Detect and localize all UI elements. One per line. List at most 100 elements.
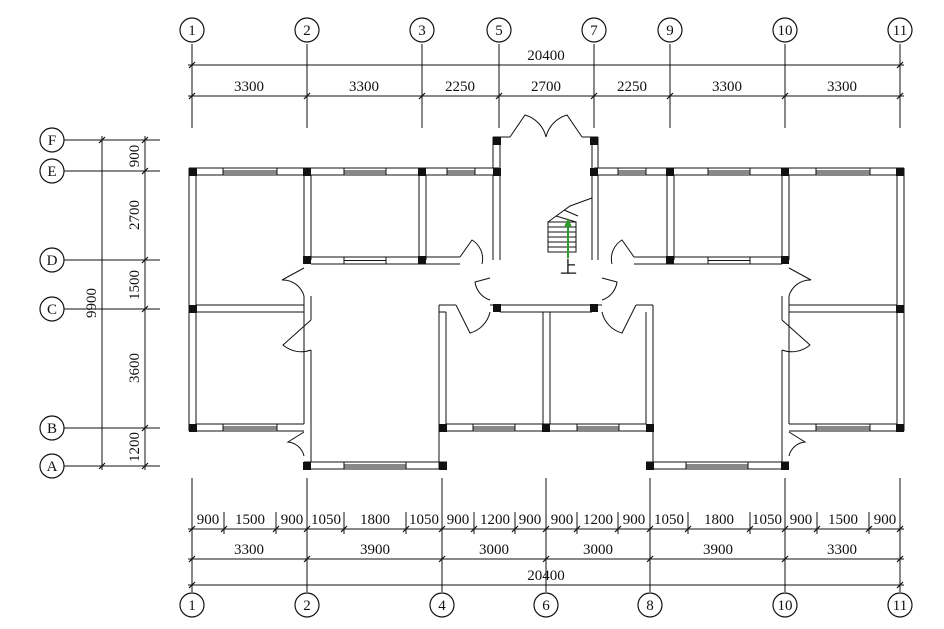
bottom-dim-3300: 3300 bbox=[234, 542, 264, 558]
column bbox=[896, 168, 904, 176]
svg-text:5: 5 bbox=[495, 23, 503, 39]
column bbox=[418, 168, 426, 176]
bottom-detail-dim: 900 bbox=[874, 512, 897, 528]
axis-bubble-C: C bbox=[39, 296, 65, 322]
top-axis-bubbles: 1 2 3 5 7 9 10 11 bbox=[179, 17, 913, 43]
svg-text:F: F bbox=[48, 133, 56, 149]
svg-text:4: 4 bbox=[438, 598, 446, 614]
axis-bubble-top-1: 1 bbox=[179, 17, 205, 43]
column bbox=[303, 168, 311, 176]
door bbox=[281, 267, 305, 297]
left-dim-1500: 1500 bbox=[127, 270, 143, 300]
window bbox=[446, 167, 476, 176]
door bbox=[459, 239, 484, 265]
window bbox=[222, 167, 278, 176]
axis-bubble-A: A bbox=[39, 453, 65, 479]
axis-bubble-bottom-6: 6 bbox=[533, 592, 559, 618]
left-total-dimension: 9900 bbox=[84, 288, 100, 318]
top-dim-3: 2250 bbox=[445, 79, 475, 95]
window bbox=[472, 423, 516, 432]
svg-text:1: 1 bbox=[188, 23, 196, 39]
window bbox=[343, 256, 387, 265]
walls bbox=[188, 136, 905, 470]
svg-text:3: 3 bbox=[418, 23, 426, 39]
door bbox=[474, 277, 491, 301]
svg-text:E: E bbox=[47, 164, 56, 180]
top-dim-2: 3300 bbox=[349, 79, 379, 95]
stair-up-arrow bbox=[564, 218, 572, 258]
axis-bubble-top-2: 2 bbox=[294, 17, 320, 43]
column bbox=[646, 462, 654, 470]
column bbox=[303, 256, 311, 264]
bottom-dimensions bbox=[188, 478, 904, 592]
bottom-axis-bubbles: 1 2 4 6 8 10 11 bbox=[179, 592, 913, 618]
left-dim-900: 900 bbox=[127, 145, 143, 168]
door bbox=[610, 239, 635, 265]
door bbox=[455, 304, 491, 334]
window bbox=[685, 461, 749, 470]
entrance-door bbox=[509, 114, 583, 138]
column bbox=[439, 462, 447, 470]
door bbox=[781, 319, 811, 353]
bottom-detail-dim: 1800 bbox=[704, 512, 734, 528]
top-dim-7: 3300 bbox=[827, 79, 857, 95]
svg-text:8: 8 bbox=[646, 598, 654, 614]
column bbox=[439, 424, 447, 432]
left-axis-bubbles: F E D C B A bbox=[39, 127, 65, 479]
columns bbox=[189, 137, 904, 470]
column bbox=[590, 168, 598, 176]
column bbox=[493, 168, 501, 176]
axis-bubble-bottom-2: 2 bbox=[294, 592, 320, 618]
svg-text:11: 11 bbox=[893, 23, 907, 39]
svg-text:A: A bbox=[47, 459, 58, 475]
column bbox=[189, 305, 197, 313]
window bbox=[343, 167, 387, 176]
column bbox=[781, 168, 789, 176]
left-dim-2700: 2700 bbox=[127, 200, 143, 230]
bottom-segment-dimensions: 3300 3900 3000 3000 3900 3300 bbox=[234, 542, 857, 558]
axis-bubble-top-7: 7 bbox=[581, 17, 607, 43]
window bbox=[617, 167, 647, 176]
bottom-detail-dim: 1050 bbox=[409, 512, 439, 528]
door bbox=[788, 431, 807, 457]
bottom-detail-dim: 900 bbox=[281, 512, 304, 528]
bottom-total-dimension: 20400 bbox=[527, 568, 565, 584]
window bbox=[707, 256, 751, 265]
stair bbox=[547, 197, 593, 253]
bottom-detail-dimensions: 900 1500 900 1050 1800 1050 900 1200 900… bbox=[197, 512, 897, 528]
svg-text:9: 9 bbox=[666, 23, 674, 39]
bottom-dim-3900: 3900 bbox=[703, 542, 733, 558]
svg-text:D: D bbox=[47, 253, 58, 269]
bottom-detail-dim: 1200 bbox=[583, 512, 613, 528]
window bbox=[222, 423, 278, 432]
svg-text:10: 10 bbox=[778, 598, 793, 614]
bottom-detail-dim: 900 bbox=[551, 512, 574, 528]
bottom-detail-dim: 900 bbox=[197, 512, 220, 528]
left-dim-1200: 1200 bbox=[127, 432, 143, 462]
window bbox=[707, 167, 751, 176]
window bbox=[576, 423, 620, 432]
column bbox=[303, 462, 311, 470]
bottom-detail-dim: 1800 bbox=[360, 512, 390, 528]
door bbox=[788, 267, 812, 297]
axis-bubble-bottom-11: 11 bbox=[887, 592, 913, 618]
bottom-detail-dim: 900 bbox=[790, 512, 813, 528]
svg-text:2: 2 bbox=[303, 23, 311, 39]
axis-bubble-top-3: 3 bbox=[409, 17, 435, 43]
top-total-dimension: 20400 bbox=[527, 48, 565, 64]
top-dimensions bbox=[188, 44, 904, 128]
door bbox=[601, 304, 637, 334]
bottom-detail-dim: 1050 bbox=[311, 512, 341, 528]
bottom-dim-3300: 3300 bbox=[827, 542, 857, 558]
top-dim-5: 2250 bbox=[617, 79, 647, 95]
axis-bubble-top-9: 9 bbox=[657, 17, 683, 43]
door bbox=[601, 277, 618, 301]
axis-bubble-B: B bbox=[39, 415, 65, 441]
bottom-dim-3000: 3000 bbox=[479, 542, 509, 558]
axis-bubble-bottom-10: 10 bbox=[772, 592, 798, 618]
bottom-detail-dim: 1200 bbox=[480, 512, 510, 528]
bottom-detail-dim: 900 bbox=[519, 512, 542, 528]
svg-text:C: C bbox=[47, 302, 57, 318]
svg-text:1: 1 bbox=[188, 598, 196, 614]
bottom-detail-dim: 1050 bbox=[752, 512, 782, 528]
